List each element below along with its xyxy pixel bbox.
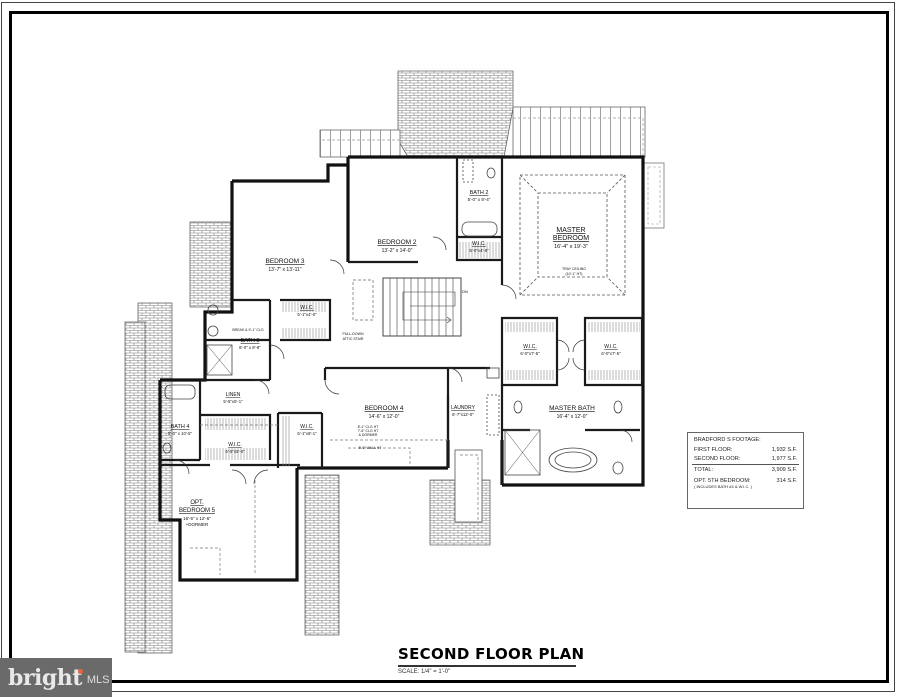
room-name: BEDROOM 4 xyxy=(364,405,403,412)
footage-optional-row: OPT. 5TH BEDROOM: 314 S.F. xyxy=(694,478,797,484)
room-name: W.I.C. xyxy=(523,344,537,350)
room-dims: 6'-7"x12'-0" xyxy=(452,412,474,417)
footage-value: 314 S.F. xyxy=(776,477,797,484)
room-master-bedroom: MASTER BEDROOM 16'-4" x 19'-3" TRAY CEIL… xyxy=(553,227,589,276)
footage-label: FIRST FLOOR: xyxy=(694,447,733,454)
attic-stair-note: PULL-DOWN ATTIC STAIR xyxy=(342,332,363,341)
room-dims: 5'-1"x4'-0" xyxy=(297,312,317,317)
room-master-bath: MASTER BATH 16'-4" x 12'-0" xyxy=(549,405,595,420)
footage-label: TOTAL: xyxy=(694,467,714,474)
watermark-brand: bright xyxy=(8,664,82,691)
room-name: BEDROOM 3 xyxy=(265,258,304,265)
plan-scale: SCALE: 1/4" = 1'-0" xyxy=(398,669,451,675)
watermark-suffix: MLS xyxy=(86,674,110,686)
plumbing-fixtures xyxy=(162,159,624,476)
room-wic-master-right: W.I.C. 6'-0"x7'-5" xyxy=(601,344,621,356)
room-name: BATH 3 xyxy=(241,338,260,344)
room-note: PULL-DOWN xyxy=(342,332,363,336)
room-dims: 5'-5"x5'-0" xyxy=(225,449,245,454)
room-note: 7'-6" CLG HT xyxy=(358,429,380,433)
room-bedroom-5: OPT. BEDROOM 5 16'-5" x 12'-6" +DORMER xyxy=(179,500,216,527)
stair-direction-label: DN xyxy=(462,289,468,294)
footage-value: 1,977 S.F. xyxy=(771,455,797,462)
room-name: W.I.C. xyxy=(300,305,314,311)
room-wic-master-left: W.I.C. 6'-0"x7'-5" xyxy=(520,344,540,356)
room-dims: 5'-1"x8'-1" xyxy=(297,431,317,436)
footage-label: OPT. 5TH BEDROOM: xyxy=(694,477,751,484)
brightmls-watermark: bright MLS xyxy=(0,658,112,697)
room-labels: MASTER BEDROOM 16'-4" x 19'-3" TRAY CEIL… xyxy=(168,190,621,527)
room-dims: 16'-4" x 12'-0" xyxy=(557,414,588,420)
room-name: W.I.C. xyxy=(228,442,242,448)
room-dims: 6'-0"x7'-5" xyxy=(601,351,621,356)
room-note: +DORMER xyxy=(186,522,209,527)
room-name: BEDROOM 5 xyxy=(179,508,216,514)
room-wic-bath-2: W.I.C. 5'-0"x4'-8" xyxy=(469,241,489,253)
room-name: BEDROOM xyxy=(553,235,589,242)
room-dims: 13'-2" x 14'-0" xyxy=(382,248,413,254)
room-note: ATTIC STAIR xyxy=(343,337,364,341)
room-dims: 5'-0" x 10'-5" xyxy=(168,431,193,436)
door-swings xyxy=(174,236,633,485)
footage-value: 3,909 S.F. xyxy=(771,467,797,474)
drawing-border xyxy=(9,11,889,683)
footage-divider xyxy=(692,464,799,466)
room-note: (10'-1" HT) xyxy=(566,272,583,276)
room-dims: 13'-7" x 13'-11" xyxy=(268,267,301,273)
room-wic-bed-4: W.I.C. 5'-1"x8'-1" xyxy=(297,424,317,436)
staircase xyxy=(352,277,462,337)
tray-ceiling xyxy=(519,174,626,296)
footage-total-row: TOTAL: 3,909 S.F. xyxy=(694,467,797,473)
room-dims: 5'-0"x4'-8" xyxy=(469,248,489,253)
footage-row: SECOND FLOOR: 1,977 S.F. xyxy=(694,456,797,462)
footage-note: ( INCLUDES BATH #4 & W.I.C. ) xyxy=(694,484,752,490)
room-note: & DORMER xyxy=(359,433,378,437)
room-laundry: LAUNDRY 6'-7"x12'-0" xyxy=(451,405,475,417)
room-name: W.I.C. xyxy=(604,344,618,350)
plan-title: SECOND FLOOR PLAN xyxy=(398,645,585,663)
room-bedroom-2: BEDROOM 2 13'-2" x 14'-0" xyxy=(377,239,416,254)
footage-heading: BRADFORD S FOOTAGE: xyxy=(694,437,761,443)
room-dims: 8'-0" x 8'-8" xyxy=(239,345,261,350)
footage-label: SECOND FLOOR: xyxy=(694,455,741,462)
room-name: W.I.C. xyxy=(472,241,486,247)
room-name: BATH 4 xyxy=(171,424,190,430)
ceiling-slope-lines xyxy=(190,424,479,575)
room-name: LAUNDRY xyxy=(451,405,475,411)
room-linen: LINEN 5'-5"x5'-1" xyxy=(223,392,243,404)
room-bath-4: BATH 4 5'-0" x 10'-5" xyxy=(168,424,193,436)
room-wic-bed-3: W.I.C. 5'-1"x4'-0" xyxy=(297,305,317,317)
room-note: 5'-6" WALL HT xyxy=(359,446,383,450)
room-dims: 5'-0" x 8'-4" xyxy=(468,197,491,202)
room-note: TRAY CEILING xyxy=(562,267,586,271)
room-note: BREAK & 9'-1" CLG xyxy=(232,328,264,332)
room-dims: 5'-5"x5'-1" xyxy=(223,399,243,404)
room-note: 8'-1" CLG HT xyxy=(358,425,380,429)
room-name: BATH 2 xyxy=(470,190,489,196)
plan-title-block: SECOND FLOOR PLAN SCALE: 1/4" = 1'-0" xyxy=(398,645,584,675)
room-name: MASTER BATH xyxy=(549,405,595,412)
room-dims: 16'-4" x 19'-3" xyxy=(554,244,588,250)
square-footage-table: BRADFORD S FOOTAGE: FIRST FLOOR: 1,932 S… xyxy=(687,432,804,509)
room-name: LINEN xyxy=(226,392,241,398)
room-bath-3: BATH 3 8'-0" x 8'-8" BREAK & 9'-1" CLG xyxy=(232,328,264,350)
footage-row: FIRST FLOOR: 1,932 S.F. xyxy=(694,447,797,453)
room-dims: 16'-5" x 12'-6" xyxy=(183,516,211,521)
room-dims: 14'-6" x 12'-0" xyxy=(369,414,400,420)
room-name: OPT. xyxy=(190,500,204,506)
title-underline xyxy=(398,665,576,667)
room-name: W.I.C. xyxy=(300,424,314,430)
closet-shelving xyxy=(205,242,640,466)
room-wic-bath-4: W.I.C. 5'-5"x5'-0" xyxy=(225,442,245,454)
room-name: MASTER xyxy=(556,227,585,234)
room-dims: 6'-0"x7'-5" xyxy=(520,351,540,356)
room-bath-2: BATH 2 5'-0" x 8'-4" xyxy=(468,190,491,202)
room-bedroom-3: BEDROOM 3 13'-7" x 13'-11" xyxy=(265,258,304,273)
footage-value: 1,932 S.F. xyxy=(771,447,797,454)
watermark-accent-icon xyxy=(77,669,83,674)
exterior-roofing xyxy=(124,70,665,654)
room-name: BEDROOM 2 xyxy=(377,239,416,246)
room-bedroom-4: BEDROOM 4 14'-6" x 12'-0" 8'-1" CLG HT 7… xyxy=(358,405,404,450)
